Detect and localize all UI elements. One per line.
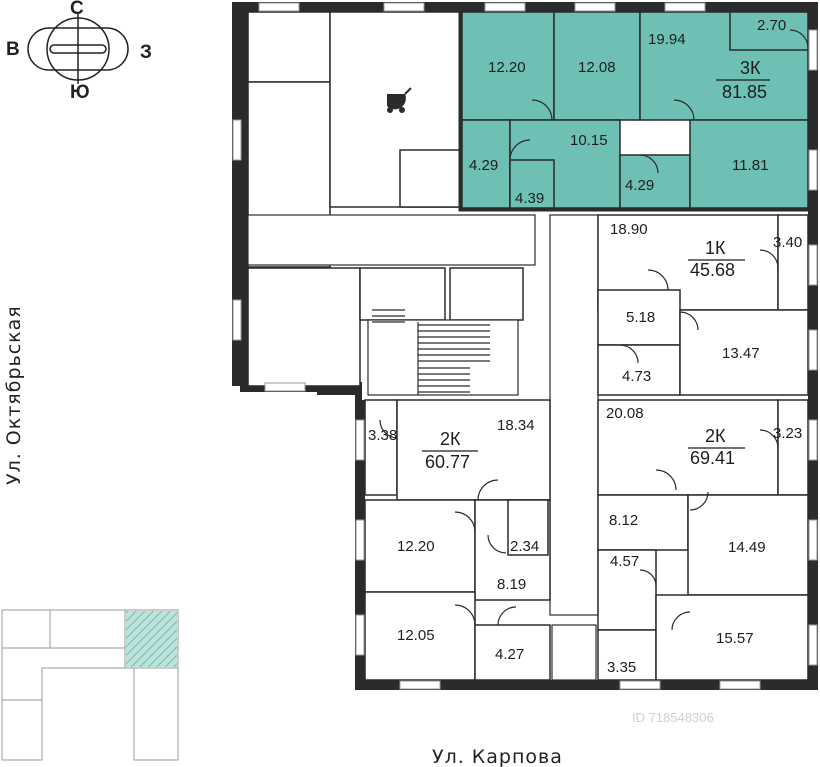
label-room: 8.19: [497, 576, 526, 593]
label-room: 13.47: [722, 345, 760, 362]
room-18-34: [396, 399, 551, 501]
label-room: 3.23: [773, 425, 802, 442]
room-8-12: [597, 494, 689, 551]
label-room: 8.12: [609, 512, 638, 529]
label-room: 4.29: [625, 177, 654, 194]
apartment-type: 1К: [705, 238, 726, 258]
room-ml: [247, 267, 361, 387]
room-3-23: [777, 399, 809, 496]
stroller-icon: [387, 87, 412, 113]
room-4-29-a: [461, 119, 511, 209]
apartment-3k[interactable]: 12.20 12.08 19.94 2.70 3К 81.85 10.15 4.…: [458, 8, 812, 212]
apartment-1k[interactable]: 18.90 1К 45.68 3.40 5.18 4.73 13.47: [597, 214, 809, 396]
label-room: 18.90: [610, 221, 648, 238]
compass-west: В: [6, 39, 20, 60]
label-room: 10.15: [570, 132, 608, 149]
room-ul-1: [247, 11, 331, 83]
label-room: 3.35: [607, 659, 636, 676]
label-room: 14.49: [728, 539, 766, 556]
room-14-49: [687, 494, 809, 596]
label-room: 3.38: [368, 427, 397, 444]
compass-south: Ю: [70, 82, 90, 103]
apartment-area: 45.68: [690, 260, 735, 280]
compass-east: З: [140, 42, 152, 63]
compass-north: С: [70, 0, 84, 19]
street-left-label: Ул. Октябрьская: [3, 305, 25, 485]
apartment-area: 60.77: [425, 452, 470, 472]
room-4-57: [597, 549, 657, 631]
label-room: 3.40: [773, 234, 802, 251]
label-room: 11.81: [732, 157, 768, 174]
label-room: 12.05: [397, 627, 435, 644]
watermark: ID 718548306: [632, 710, 714, 725]
key-plan: [1, 609, 179, 761]
street-bottom-label: Ул. Карпова: [432, 746, 563, 767]
label-room: 15.57: [716, 630, 754, 647]
label-room: 12.08: [578, 59, 616, 76]
label-room: 4.29: [469, 157, 498, 174]
room-3-40: [777, 214, 809, 311]
apartment-2k-right[interactable]: 20.08 2К 69.41 3.23 8.12 14.49 4.57 15.5…: [597, 399, 809, 681]
room-5-18: [597, 289, 681, 346]
label-room: 2.70: [757, 17, 786, 34]
room-small-a: [399, 149, 461, 208]
room-11-81: [689, 119, 809, 209]
room-2-34: [507, 499, 549, 556]
apartment-type: 2К: [440, 429, 461, 449]
label-room: 18.34: [497, 417, 535, 434]
room-13-47: [679, 309, 809, 396]
windows: [232, 2, 818, 690]
apartment-type: 3К: [740, 58, 761, 78]
room-4-73: [597, 344, 681, 396]
room-mid-2: [449, 267, 524, 321]
room-mid-1: [359, 267, 446, 321]
label-room: 2.34: [510, 538, 539, 555]
corridor-vertical: [549, 214, 599, 616]
room-4-27: [474, 624, 551, 681]
room-3-35: [597, 629, 657, 681]
label-room: 4.73: [622, 368, 651, 385]
label-room: 5.18: [626, 309, 655, 326]
room-3-38: [364, 399, 398, 496]
elevator-shaft: [551, 624, 597, 681]
room-15-57: [655, 594, 809, 681]
apartment-area: 69.41: [690, 448, 735, 468]
label-room: 12.20: [397, 538, 435, 555]
room-12-20-bottom: [364, 499, 476, 593]
label-room: 12.20: [488, 59, 526, 76]
room-12-05: [364, 591, 476, 681]
building: 12.20 12.08 19.94 2.70 3К 81.85 10.15 4.…: [232, 2, 818, 690]
label-room: 4.27: [495, 646, 524, 663]
staircase: [367, 309, 519, 396]
label-room: 19.94: [648, 31, 686, 48]
room-12-20-top: [461, 11, 555, 121]
corridor-horizontal: [247, 214, 536, 266]
room-4-39: [509, 159, 555, 209]
apartment-area: 81.85: [722, 82, 767, 102]
apartment-type: 2К: [705, 426, 726, 446]
label-room: 4.57: [610, 553, 639, 570]
compass: С Ю В З: [6, 0, 152, 103]
label-room: 20.08: [606, 405, 644, 422]
label-room: 4.39: [515, 190, 544, 207]
apartment-2k-left[interactable]: 3.38 2К 60.77 18.34 12.20 2.34 8.19 12.0…: [364, 399, 551, 681]
key-plan-current-section: [126, 611, 177, 667]
